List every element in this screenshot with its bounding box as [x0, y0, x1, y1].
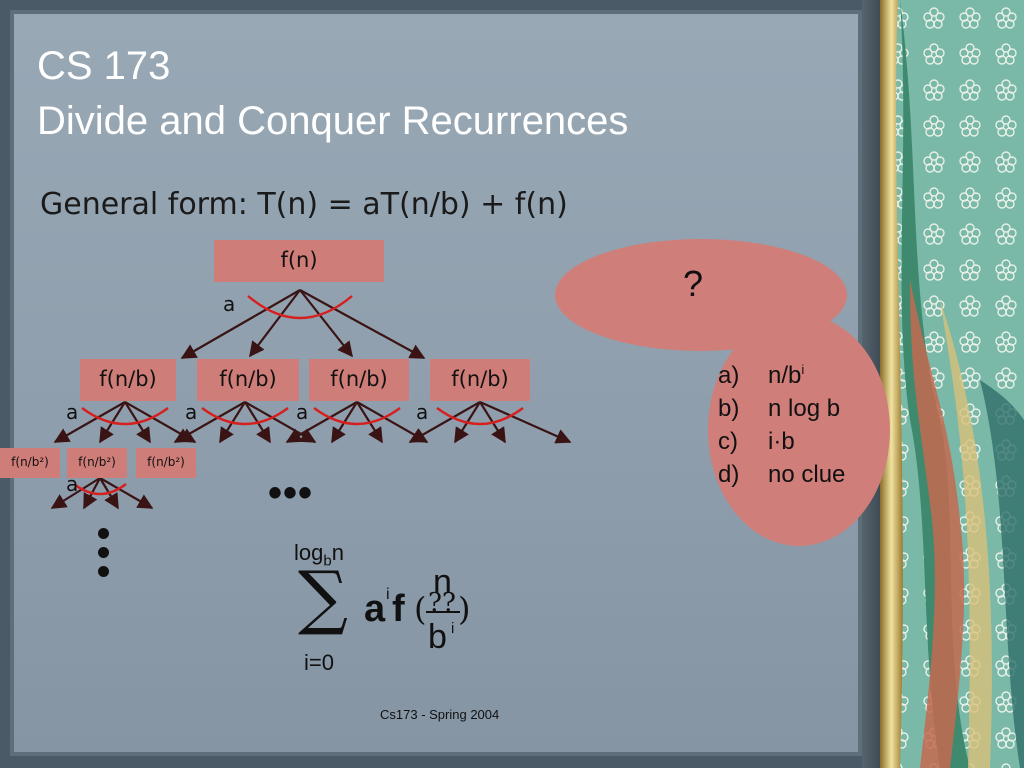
tree-level1-node: f(n/b) [197, 359, 299, 401]
answer-option-d: d)no clue [718, 461, 846, 488]
branch-factor-label: a [185, 400, 198, 424]
answer-bubble [708, 314, 890, 546]
answer-options: a)n/bi b)n log b c)i·b d)no clue [718, 353, 845, 491]
question-mark: ? [683, 263, 704, 304]
formula-right-paren: ) [458, 590, 471, 628]
tree-root-node: f(n) [214, 240, 384, 282]
branch-factor-label: a [296, 400, 309, 424]
tree-level1-node: f(n/b) [80, 359, 176, 401]
formula-placeholder: ?? [428, 588, 456, 618]
formula-denominator: b [428, 618, 447, 656]
tree-level2-node: f(n/b²) [136, 448, 196, 478]
formula-a-exponent: i [386, 586, 390, 603]
sum-lower-bound: i=0 [304, 650, 334, 675]
slide-footer: Cs173 - Spring 2004 [380, 707, 500, 722]
branch-factor-label: a [223, 292, 236, 316]
formula-denominator-exponent: i [451, 620, 455, 637]
tree-level1-node: f(n/b) [430, 359, 530, 401]
branch-factor-label: a [416, 400, 429, 424]
formula-left-paren: ( [414, 590, 427, 628]
question-bubble [555, 239, 847, 351]
formula-a: a [364, 588, 386, 630]
branch-factor-label: a [66, 472, 79, 496]
sum-upper-bound: logbn [294, 540, 344, 570]
fraction-bar [426, 611, 460, 613]
slide-title-course: CS 173 [37, 44, 171, 88]
slide-title-topic: Divide and Conquer Recurrences [37, 99, 629, 143]
tree-level1-node: f(n/b) [309, 359, 409, 401]
vertical-ellipsis-icon [98, 528, 112, 585]
tree-level2-node: f(n/b²) [67, 448, 127, 478]
horizontal-ellipsis: ••• [268, 471, 314, 515]
sigma-symbol: ∑ [298, 556, 348, 638]
answer-option-a: a)n/bi [718, 362, 805, 389]
answer-option-b: b)n log b [718, 395, 841, 422]
decorative-floral-strip [880, 0, 1024, 768]
formula-numerator: n [433, 563, 452, 601]
tree-level2-node: f(n/b²) [0, 448, 60, 478]
answer-option-c: c)i·b [718, 428, 795, 455]
general-form-equation: General form: T(n) = aT(n/b) + f(n) [40, 187, 568, 222]
formula-f: f [392, 588, 405, 630]
branch-factor-label: a [66, 400, 79, 424]
